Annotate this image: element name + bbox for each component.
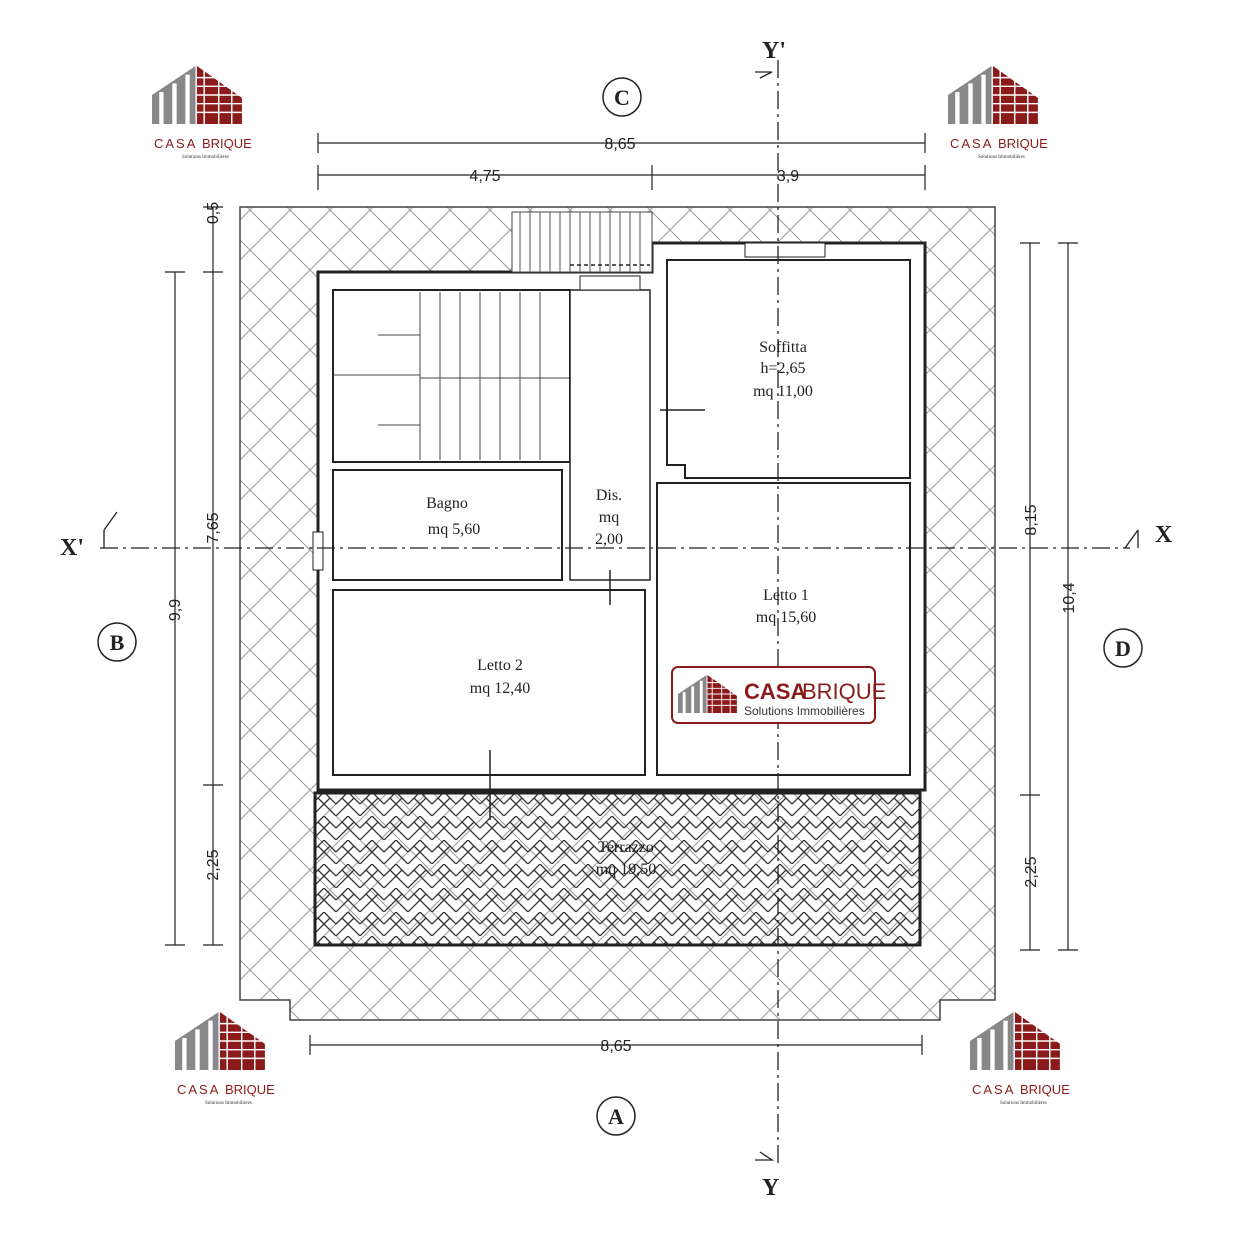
room-area: mq 19,50: [596, 861, 656, 878]
dimension-lines: [165, 133, 1078, 1055]
axis-label-x: X: [1155, 522, 1173, 548]
svg-text:BRIQUE: BRIQUE: [202, 136, 252, 151]
room-name: Dis.: [596, 487, 622, 504]
room-terrazzo: Terrazzo mq 19,50: [596, 839, 656, 878]
svg-text:Solutions Immobilières: Solutions Immobilières: [205, 1101, 252, 1106]
svg-text:CASA: CASA: [972, 1082, 1015, 1097]
axis-label-y: Y: [762, 1175, 779, 1201]
elevation-markers: [97, 77, 1143, 1136]
logo-top-left: CASA BRIQUE Solutions Immobilières: [151, 65, 252, 160]
room-area: mq 12,40: [470, 680, 530, 697]
elevation-b: B: [110, 630, 125, 655]
dim-top-right: 3,9: [777, 168, 799, 185]
svg-text:Solutions Immobilières: Solutions Immobilières: [1000, 1101, 1047, 1106]
room-area-unit: mq: [599, 509, 619, 526]
room-name: Letto 2: [477, 657, 523, 674]
room-area: 2,00: [595, 531, 623, 548]
elevation-c: C: [614, 85, 630, 110]
room-bagno: Bagno mq 5,60: [426, 495, 480, 538]
svg-text:CASA: CASA: [154, 136, 197, 151]
dim-left-top: 0,5: [205, 202, 222, 224]
dim-bottom-total: 8,65: [600, 1038, 631, 1055]
svg-text:CASA: CASA: [177, 1082, 220, 1097]
dim-right-bottom: 2,25: [1023, 856, 1040, 887]
room-name: Bagno: [426, 495, 468, 512]
room-name: Letto 1: [763, 587, 809, 604]
svg-text:Solutions Immobilières: Solutions Immobilières: [744, 704, 865, 718]
room-letto1: Letto 1 mq 15,60: [756, 587, 816, 626]
dim-left-mid: 7,65: [205, 512, 222, 543]
logo-top-right: CASA BRIQUE Solutions Immobilières: [947, 65, 1048, 160]
dim-top-left: 4,75: [469, 168, 500, 185]
logo-bottom-right: CASA BRIQUE Solutions Immobilières: [969, 1011, 1070, 1106]
svg-text:BRIQUE: BRIQUE: [225, 1082, 275, 1097]
terrace: [313, 791, 922, 947]
logo-bottom-left: CASA BRIQUE Solutions Immobilières: [174, 1011, 275, 1106]
dim-right-total: 10,4: [1061, 582, 1078, 613]
room-letto2: Letto 2 mq 12,40: [470, 657, 530, 697]
svg-text:Solutions Immobilières: Solutions Immobilières: [182, 155, 229, 160]
room-area: mq 15,60: [756, 609, 816, 626]
room-soffitta: Soffitta h=2,65 mq 11,00: [753, 339, 813, 400]
svg-text:CASA: CASA: [950, 136, 993, 151]
elevation-a: A: [608, 1104, 624, 1129]
room-dis: Dis. mq 2,00: [595, 487, 623, 548]
dim-left-total: 9,9: [167, 599, 184, 621]
building: [312, 211, 927, 820]
svg-text:BRIQUE: BRIQUE: [998, 136, 1048, 151]
dim-top-total: 8,65: [604, 136, 635, 153]
axis-label-y-prime: Y': [762, 38, 786, 64]
svg-text:BRIQUE: BRIQUE: [1020, 1082, 1070, 1097]
room-area: mq 11,00: [753, 383, 813, 400]
dim-right-mid: 8,15: [1023, 504, 1040, 535]
svg-text:CASA: CASA: [744, 679, 806, 704]
svg-text:Solutions Immobilières: Solutions Immobilières: [978, 155, 1025, 160]
svg-text:BRIQUE: BRIQUE: [802, 679, 886, 704]
room-area: mq 5,60: [428, 521, 480, 538]
elevation-d: D: [1115, 636, 1131, 661]
logo-center: CASA BRIQUE Solutions Immobilières: [671, 666, 886, 724]
section-axes: [100, 60, 1139, 1165]
dim-left-bottom: 2,25: [205, 849, 222, 880]
room-name: Soffitta: [759, 339, 807, 356]
room-name: Terrazzo: [598, 839, 654, 856]
room-height: h=2,65: [760, 360, 805, 377]
axis-label-x-prime: X': [60, 535, 84, 561]
